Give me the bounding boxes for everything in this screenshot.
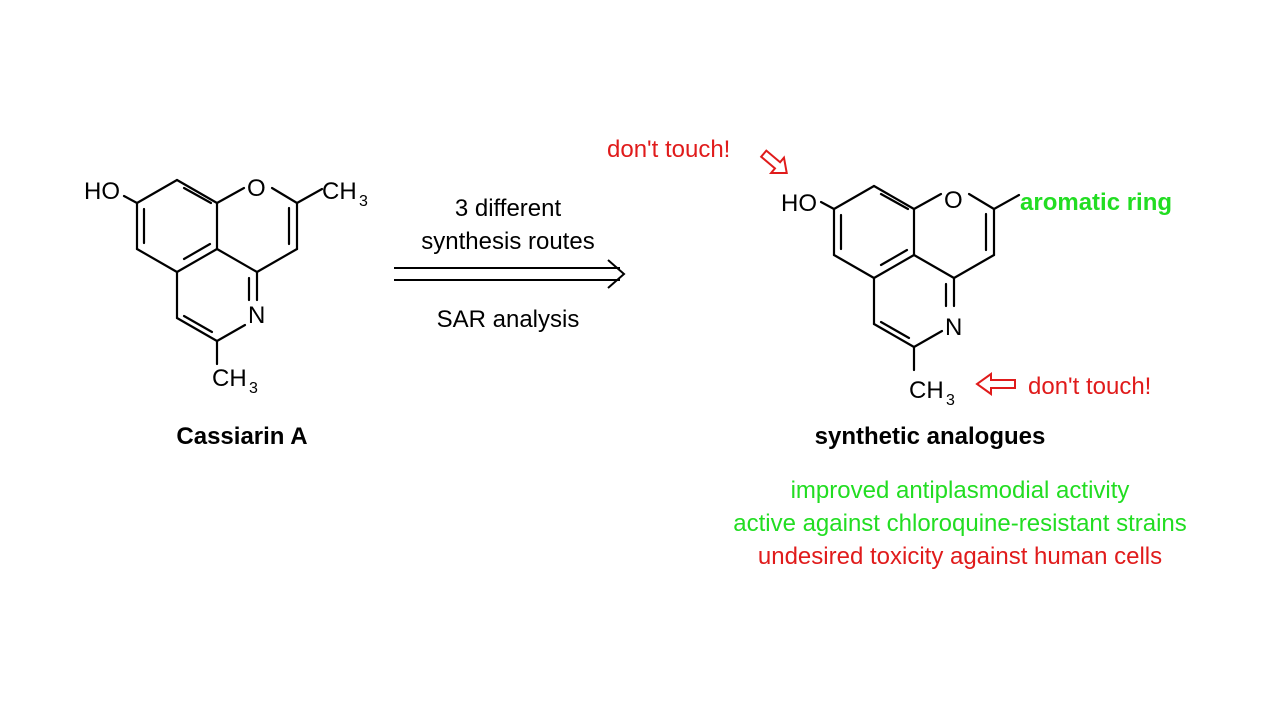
reaction-condition-line-1: 3 different xyxy=(455,195,562,222)
ch3-bottom-label: CH xyxy=(212,365,247,392)
dont-touch-annotation-bottom: don't touch! xyxy=(1028,373,1151,400)
arrow-head xyxy=(607,259,626,289)
ch3-label: CH xyxy=(909,377,944,404)
ch3-bottom-subscript: 3 xyxy=(249,380,258,397)
bond xyxy=(215,247,259,274)
nitrogen-label: N xyxy=(945,314,962,341)
ch3-top-label: CH xyxy=(322,178,357,205)
nitrogen-label: N xyxy=(248,302,265,329)
oxygen-label: O xyxy=(944,187,963,214)
ho-label: HO xyxy=(781,190,817,217)
cassiarin-a-structure: HO O CH 3 N CH 3 xyxy=(84,175,368,397)
ch3-top-subscript: 3 xyxy=(359,193,368,210)
bond xyxy=(912,192,943,211)
bond xyxy=(255,247,299,274)
bond xyxy=(135,178,179,205)
synthetic-analogue-structure: HO O N CH 3 xyxy=(781,184,1021,409)
bond xyxy=(912,329,944,349)
bond xyxy=(879,192,910,211)
bond xyxy=(832,184,876,211)
bond xyxy=(175,247,219,274)
result-line-2: active against chloroquine-resistant str… xyxy=(733,510,1187,537)
bond xyxy=(215,186,246,205)
bond xyxy=(879,320,911,340)
bond xyxy=(182,186,213,205)
dont-touch-annotation-top: don't touch! xyxy=(607,136,730,163)
bond xyxy=(215,323,247,343)
oxygen-label: O xyxy=(247,175,266,202)
bond xyxy=(295,187,324,205)
hollow-arrow-icon xyxy=(975,372,1016,396)
bond xyxy=(912,253,956,280)
bond xyxy=(872,184,916,211)
bond xyxy=(952,253,996,280)
ho-label: HO xyxy=(84,178,120,205)
bond xyxy=(182,242,212,261)
ch3-subscript: 3 xyxy=(946,392,955,409)
bond xyxy=(175,316,219,343)
bond xyxy=(992,193,1021,211)
bond xyxy=(872,322,916,349)
bond xyxy=(832,253,876,280)
bond xyxy=(175,178,219,205)
hollow-arrow-icon xyxy=(759,149,788,175)
reaction-condition-below: SAR analysis xyxy=(437,306,580,333)
bond xyxy=(872,253,916,280)
bond xyxy=(182,314,214,334)
bond xyxy=(879,248,909,267)
bond xyxy=(135,247,179,274)
bond xyxy=(122,194,139,205)
reaction-condition-line-2: synthesis routes xyxy=(421,228,594,255)
aromatic-ring-annotation: aromatic ring xyxy=(1020,189,1172,216)
result-line-1: improved antiplasmodial activity xyxy=(791,477,1130,504)
compound-name-synthetic-analogues: synthetic analogues xyxy=(815,423,1046,450)
bond xyxy=(967,192,996,211)
reaction-arrow xyxy=(394,259,626,289)
bond xyxy=(819,200,836,211)
result-line-3: undesired toxicity against human cells xyxy=(758,543,1162,570)
compound-name-cassiarin-a: Cassiarin A xyxy=(176,423,307,450)
bond xyxy=(270,186,299,205)
